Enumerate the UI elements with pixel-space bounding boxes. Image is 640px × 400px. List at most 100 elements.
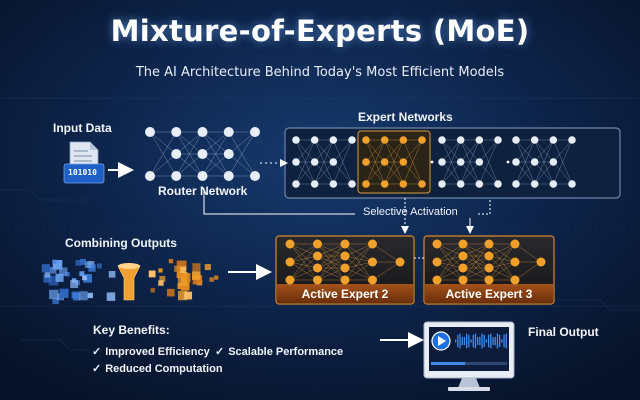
output-block: [209, 277, 214, 282]
output-block: [180, 281, 190, 291]
output-block: [176, 260, 187, 271]
benefit-text: Reduced Computation: [105, 363, 223, 375]
final-output-label: Final Output: [528, 325, 599, 339]
page-title: Mixture-of-Experts (MoE): [110, 14, 530, 48]
input-block: [78, 291, 88, 301]
wave-bar: [503, 334, 505, 348]
input-block: [55, 273, 64, 282]
play-icon: [431, 331, 451, 351]
wave-bar: [496, 333, 499, 349]
output-block: [192, 263, 201, 272]
input-block: [106, 292, 116, 301]
file-code-text: 101010: [68, 168, 97, 177]
expert-cell: [292, 136, 356, 188]
page-subtitle: The AI Architecture Behind Today's Most …: [135, 65, 505, 80]
wave-bar: [488, 334, 490, 348]
active-expert-3-network: [432, 239, 546, 285]
selective-activation-label: Selective Activation: [363, 206, 458, 218]
wave-bar: [455, 339, 457, 343]
wave-bar: [474, 333, 477, 349]
input-block: [96, 263, 102, 269]
wave-bar: [499, 334, 501, 348]
wave-bar: [501, 339, 503, 343]
output-block: [174, 265, 181, 272]
wave-bar: [490, 333, 492, 349]
router-network-label: Router Network: [158, 184, 248, 198]
router-network-graph: [145, 127, 260, 181]
input-block: [108, 270, 116, 278]
output-block: [177, 276, 188, 287]
combining-outputs-label: Combining Outputs: [65, 236, 177, 250]
input-block: [87, 292, 93, 299]
input-block: [70, 280, 79, 289]
input-block: [72, 292, 81, 301]
input-block: [49, 289, 59, 300]
output-block: [159, 275, 166, 282]
wave-bar: [468, 334, 470, 348]
input-block: [65, 272, 70, 277]
wave-bar: [461, 336, 463, 346]
wave-bar: [481, 333, 483, 349]
input-block: [52, 260, 63, 270]
input-block: [41, 264, 50, 273]
wave-bar: [459, 333, 461, 349]
input-block: [44, 272, 50, 278]
input-block: [48, 275, 59, 286]
checkmark-icon: ✓: [92, 363, 102, 375]
input-block: [75, 260, 82, 266]
expert-networks-label: Expert Networks: [358, 110, 453, 124]
input-block: [84, 261, 92, 268]
router-network-nodes: [145, 127, 260, 181]
output-block: [158, 280, 164, 286]
output-block: [148, 270, 156, 278]
active-expert-3-label: Active Expert 3: [445, 287, 533, 301]
input-data-label: Input Data: [53, 121, 112, 135]
output-block: [214, 275, 219, 280]
input-block: [83, 274, 92, 283]
expert-cell: [512, 136, 576, 188]
input-block: [52, 259, 57, 264]
wave-bar: [457, 334, 459, 348]
input-block: [88, 264, 96, 272]
output-block: [178, 290, 188, 301]
benefit-item: ✓Reduced Computation: [92, 362, 223, 375]
selective-line-right: [478, 198, 491, 215]
monitor-icon: [423, 321, 515, 391]
benefit-text: Improved Efficiency: [105, 346, 210, 358]
wave-bar: [485, 339, 488, 343]
expert-cell: [438, 136, 502, 188]
checkmark-icon: ✓: [92, 346, 102, 358]
checkmark-icon: ✓: [215, 346, 225, 358]
output-block: [176, 270, 184, 279]
funnel-icon: [117, 263, 141, 301]
output-block: [168, 258, 174, 264]
benefit-item: ✓Improved Efficiency: [92, 345, 210, 358]
wave-bar: [463, 336, 466, 346]
expert-cell: [362, 136, 426, 188]
wave-bar: [472, 334, 474, 348]
wave-bar: [505, 333, 507, 349]
input-block: [43, 274, 52, 283]
input-block: [82, 275, 87, 281]
active-expert-2-network: [285, 239, 405, 285]
output-block: [150, 287, 156, 293]
input-block: [79, 258, 86, 265]
connector-dot: [430, 160, 434, 164]
output-block: [184, 291, 193, 300]
benefit-text: Scalable Performance: [228, 346, 344, 358]
output-block: [158, 268, 163, 273]
output-block: [191, 271, 201, 280]
benefit-item: ✓Scalable Performance: [215, 345, 343, 358]
input-block: [49, 266, 57, 274]
wave-bar: [483, 334, 485, 348]
output-block: [204, 264, 211, 271]
input-block: [52, 297, 59, 305]
input-block: [79, 271, 85, 277]
wave-bar: [466, 333, 468, 349]
key-benefits-heading: Key Benefits:: [93, 323, 170, 337]
active-expert-2-label: Active Expert 2: [301, 287, 389, 301]
connector-dot: [506, 160, 510, 164]
wave-bar: [479, 336, 481, 346]
wave-bar: [477, 337, 479, 345]
